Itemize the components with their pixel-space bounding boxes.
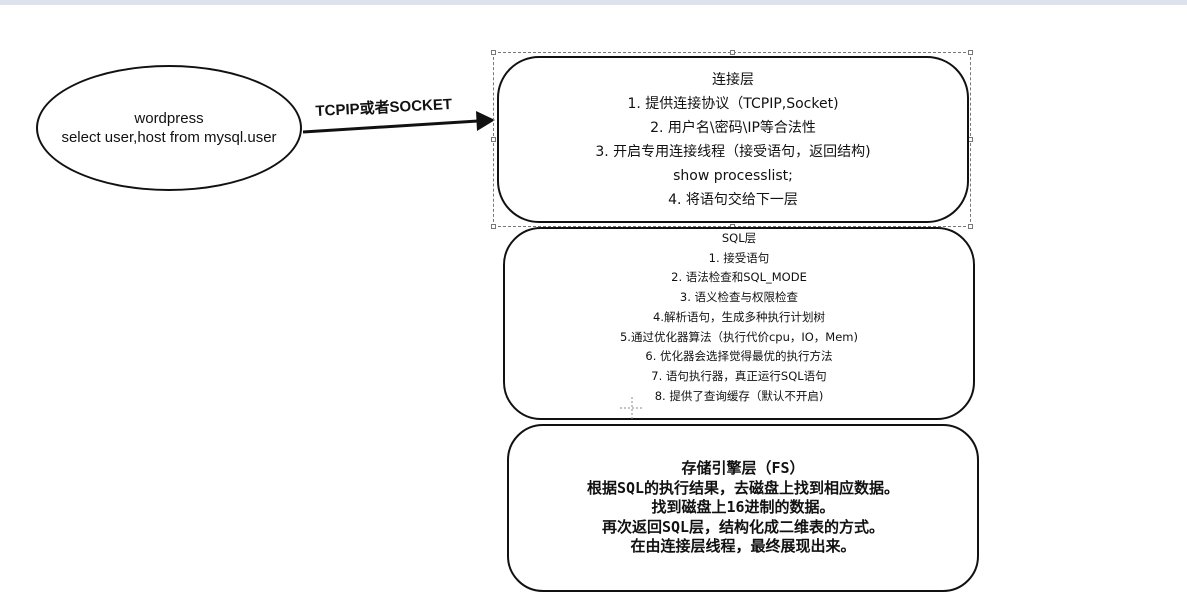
- sql-layer-line: 5.通过优化器算法（执行代价cpu，IO，Mem): [619, 329, 858, 344]
- resize-handle-w[interactable]: [491, 137, 496, 142]
- sql-layer-line: 7. 语句执行器，真正运行SQL语句: [651, 368, 827, 383]
- sql-layer-line: 8. 提供了查询缓存（默认不开启): [654, 388, 824, 403]
- connection-layer-line: show processlist;: [673, 167, 793, 184]
- client-ellipse[interactable]: wordpress select user,host from mysql.us…: [36, 65, 302, 191]
- storage-layer-line: 再次返回SQL层，结构化成二维表的方式。: [601, 517, 885, 536]
- sql-layer-title: SQL层: [721, 231, 757, 245]
- connection-layer-line: 4. 将语句交给下一层: [668, 191, 798, 208]
- sql-layer-line: 1. 接受语句: [708, 250, 770, 265]
- client-query: select user,host from mysql.user: [61, 129, 277, 146]
- resize-handle-nw[interactable]: [491, 50, 496, 55]
- client-to-connection-arrowhead: [476, 111, 495, 131]
- resize-handle-sw[interactable]: [491, 224, 496, 229]
- sql-layer-line: 6. 优化器会选择觉得最优的执行方法: [645, 349, 833, 364]
- sql-layer-line: 4.解析语句，生成多种执行计划树: [653, 309, 825, 324]
- connection-layer-box[interactable]: 连接层 1. 提供连接协议（TCPIP,Socket) 2. 用户名\密码\IP…: [497, 56, 969, 223]
- storage-layer-line: 找到磁盘上16进制的数据。: [651, 498, 835, 517]
- window-top-edge: [0, 0, 1187, 5]
- sql-layer-line: 3. 语义检查与权限检查: [679, 290, 799, 305]
- storage-layer-title: 存储引擎层（FS）: [681, 459, 805, 478]
- resize-handle-ne[interactable]: [968, 50, 973, 55]
- connection-layer-line: 3. 开启专用连接线程（接受语句，返回结构): [595, 143, 871, 160]
- connection-layer-title: 连接层: [712, 71, 754, 88]
- connection-layer-line: 2. 用户名\密码\IP等合法性: [650, 119, 816, 136]
- storage-layer-line: 根据SQL的执行结果，去磁盘上找到相应数据。: [586, 478, 900, 497]
- resize-handle-n[interactable]: [730, 50, 735, 55]
- storage-layer-box[interactable]: 存储引擎层（FS） 根据SQL的执行结果，去磁盘上找到相应数据。 找到磁盘上16…: [507, 424, 979, 592]
- move-cursor-icon: [620, 397, 644, 419]
- sql-layer-box[interactable]: SQL层 1. 接受语句 2. 语法检查和SQL_MODE 3. 语义检查与权限…: [503, 227, 975, 420]
- resize-handle-se[interactable]: [968, 224, 973, 229]
- client-to-connection-arrow-line: [302, 119, 479, 134]
- storage-layer-line: 在由连接层线程，最终展现出来。: [630, 537, 856, 556]
- selection-frame[interactable]: [491, 50, 973, 229]
- sql-layer-line: 2. 语法检查和SQL_MODE: [671, 270, 807, 285]
- client-title: wordpress: [134, 110, 204, 127]
- connection-layer-line: 1. 提供连接协议（TCPIP,Socket): [627, 95, 839, 112]
